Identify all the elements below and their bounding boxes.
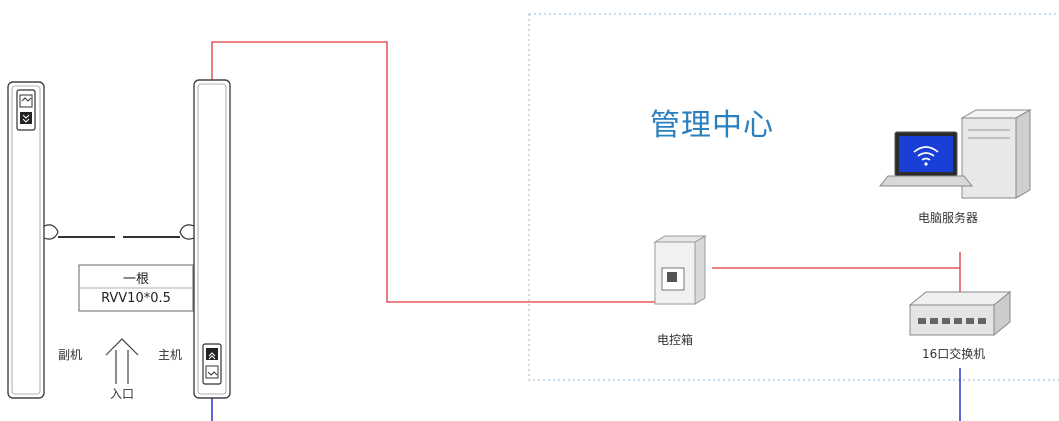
slave-label: 副机 (58, 348, 83, 362)
slave-turnstile-post (7, 81, 45, 399)
entrance-label: 入口 (110, 387, 135, 401)
cable-spec-label: RVV10*0.5 (101, 291, 171, 306)
switch-label: 16口交换机 (922, 347, 986, 361)
barrier-arms (43, 224, 195, 240)
computer-server-icon (878, 109, 1032, 199)
control-box-icon (653, 235, 707, 305)
network-switch-icon (908, 290, 1012, 337)
management-zone-border (528, 13, 1059, 381)
management-center-title: 管理中心 (650, 108, 774, 143)
entrance-arrow-icon (105, 338, 139, 384)
power-line-master-to-controlbox (211, 41, 655, 303)
master-turnstile-post (193, 79, 231, 399)
master-label: 主机 (158, 348, 183, 362)
control-box-label: 电控箱 (657, 333, 694, 347)
cable-count-label: 一根 (122, 272, 149, 287)
server-label: 电脑服务器 (918, 211, 979, 225)
